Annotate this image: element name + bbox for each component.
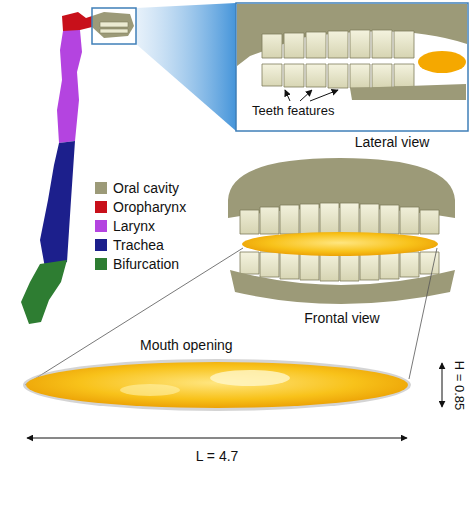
- teeth-pointer: [285, 90, 290, 101]
- oral-cavity-region: [92, 12, 134, 38]
- legend-swatch: [95, 239, 107, 251]
- trachea-region: [40, 141, 75, 268]
- annotation-label: Frontal view: [304, 310, 379, 326]
- legend-entry: Oral cavity: [95, 180, 179, 196]
- annotation-label: H = 0.85: [452, 360, 467, 410]
- zoom-box: [92, 8, 136, 44]
- upper-teeth-frontal: [240, 203, 439, 234]
- annotation-label: L = 4.7: [196, 448, 239, 464]
- larynx-region: [57, 30, 82, 143]
- height-dimension: [442, 363, 443, 407]
- annotation-label: Lateral view: [355, 134, 430, 150]
- teeth-pointer: [310, 90, 338, 101]
- upper-teeth-lateral: [262, 30, 414, 58]
- legend-text: Oral cavity: [113, 180, 179, 196]
- zoom-wedge: [136, 3, 236, 131]
- legend-entry: Larynx: [95, 218, 155, 234]
- lower-gum-frontal: [230, 270, 455, 304]
- legend-text: Trachea: [113, 237, 164, 253]
- lower-teeth-frontal: [240, 252, 439, 281]
- mouth-opening-frontal: [242, 232, 438, 256]
- mouth-highlight: [210, 370, 290, 386]
- legend-entry: Oropharynx: [95, 199, 186, 215]
- teeth-pointer: [300, 90, 312, 101]
- lower-teeth-lateral: [262, 64, 414, 88]
- leader-line: [409, 248, 437, 379]
- legend-swatch: [95, 201, 107, 213]
- legend-entry: Trachea: [95, 237, 164, 253]
- legend-swatch: [95, 182, 107, 194]
- legend-swatch: [95, 258, 107, 270]
- mouth-opening-shape: [26, 362, 408, 408]
- legend-swatch: [95, 220, 107, 232]
- mouth-highlight: [120, 384, 180, 396]
- legend-text: Larynx: [113, 218, 155, 234]
- bifurcation-region: [21, 260, 67, 324]
- lateral-inset-frame: [236, 3, 468, 131]
- legend-entry: Bifurcation: [95, 256, 179, 272]
- lower-gum-lateral: [350, 84, 466, 100]
- tongue-lateral: [418, 51, 466, 73]
- mouth-opening-shadow: [23, 359, 411, 411]
- annotation-label: Mouth opening: [140, 337, 233, 353]
- legend-text: Oropharynx: [113, 199, 186, 215]
- length-dimension: [27, 438, 407, 439]
- legend-text: Bifurcation: [113, 256, 179, 272]
- annotation-label: Teeth features: [252, 104, 334, 119]
- oral-teeth-mini: [100, 22, 128, 33]
